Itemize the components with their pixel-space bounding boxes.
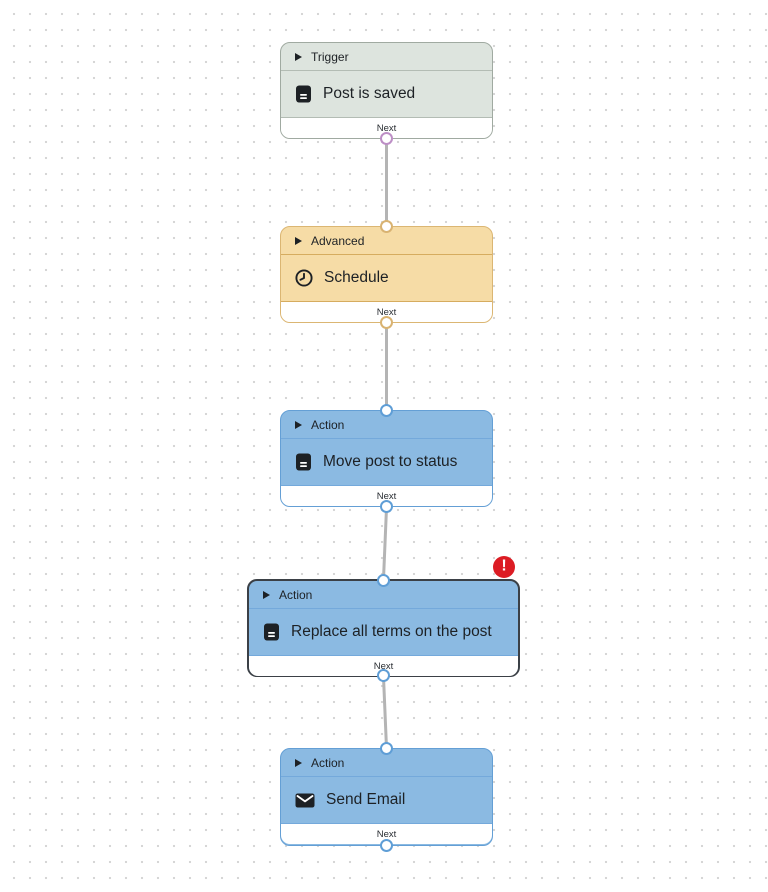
play-triangle-icon (295, 758, 302, 767)
node-header[interactable]: Advanced (281, 227, 492, 255)
node-category-label: Action (311, 755, 345, 770)
node-header[interactable]: Action (281, 411, 492, 439)
output-port[interactable] (380, 132, 393, 145)
next-label: Next (376, 490, 397, 502)
node-category-label: Advanced (311, 233, 365, 248)
node-header[interactable]: Trigger (281, 43, 492, 71)
node-body: Send Email (281, 777, 492, 823)
next-label: Next (376, 306, 397, 318)
output-port[interactable] (380, 316, 393, 329)
exclamation-icon: ! (501, 557, 507, 575)
document-icon (263, 623, 280, 641)
node-body: Move post to status (281, 439, 492, 485)
wire-move-post-to-replace-terms (382, 506, 388, 581)
clock-icon (295, 269, 313, 287)
play-triangle-icon (295, 420, 302, 429)
node-header[interactable]: Action (281, 749, 492, 777)
node-category-label: Trigger (311, 49, 349, 64)
next-label: Next (373, 660, 394, 672)
output-port[interactable] (377, 669, 390, 682)
node-footer: Next (281, 301, 492, 322)
node-category-label: Action (279, 587, 313, 602)
node-action-replace-all-terms[interactable]: ! Action Replace all terms on the post N… (247, 556, 520, 682)
node-title: Replace all terms on the post (291, 623, 492, 640)
node-body: Replace all terms on the post (249, 609, 518, 655)
node-category-label: Action (311, 417, 345, 432)
next-label: Next (376, 828, 397, 840)
node-title: Send Email (326, 791, 406, 808)
node-footer: Next (281, 823, 492, 844)
node-header[interactable]: Action (249, 581, 518, 609)
output-port[interactable] (380, 500, 393, 513)
output-port[interactable] (380, 839, 393, 852)
node-advanced-schedule[interactable]: Advanced Schedule Next (280, 220, 493, 329)
node-body: Post is saved (281, 71, 492, 117)
input-port[interactable] (380, 220, 393, 233)
error-badge[interactable]: ! (493, 556, 515, 578)
node-title: Schedule (324, 269, 389, 286)
node-title: Move post to status (323, 453, 458, 470)
input-port[interactable] (380, 742, 393, 755)
document-icon (295, 453, 312, 471)
node-title: Post is saved (323, 85, 416, 102)
node-trigger-post-is-saved[interactable]: Trigger Post is saved Next (280, 42, 493, 145)
document-icon (295, 85, 312, 103)
node-action-move-post-to-status[interactable]: Action Move post to status Next (280, 404, 493, 513)
node-action-send-email[interactable]: Action Send Email Next (280, 742, 493, 852)
node-footer: Next (249, 655, 518, 676)
node-footer: Next (281, 117, 492, 138)
input-port[interactable] (377, 574, 390, 587)
input-port[interactable] (380, 404, 393, 417)
play-triangle-icon (295, 236, 302, 245)
play-triangle-icon (263, 590, 270, 599)
play-triangle-icon (295, 52, 302, 61)
next-label: Next (376, 122, 397, 134)
node-body: Schedule (281, 255, 492, 301)
envelope-icon (295, 793, 315, 808)
node-footer: Next (281, 485, 492, 506)
wire-replace-terms-to-send-email (382, 675, 388, 750)
